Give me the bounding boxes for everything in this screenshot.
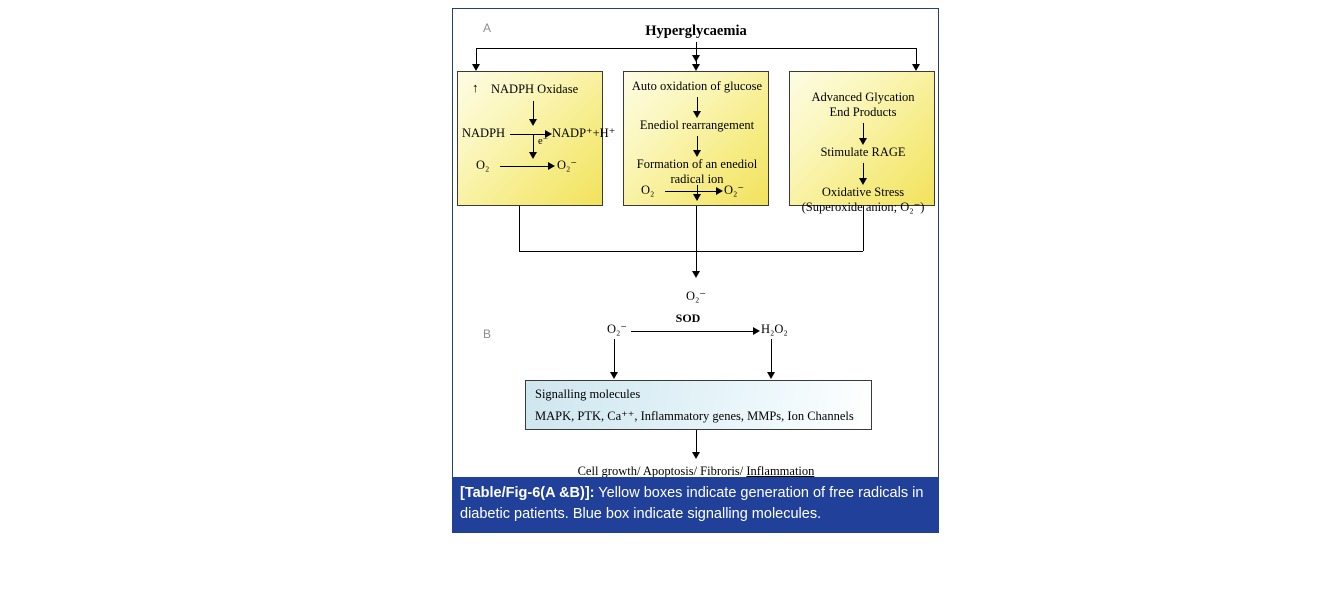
- autoox-arrow1-line: [697, 97, 698, 114]
- sod-enzyme-label: SOD: [675, 311, 701, 325]
- figure-caption: [Table/Fig-6(A &B)]: Yellow boxes indica…: [452, 477, 939, 534]
- box-advanced-glycation: Advanced Glycation End Products Stimulat…: [789, 71, 935, 214]
- drop-line-center: [696, 48, 697, 67]
- signalling-heading: Signalling molecules: [535, 387, 641, 401]
- signalling-contents: MAPK, PTK, Ca⁺⁺, Inflammatory genes, MMP…: [535, 409, 854, 423]
- panel-a-label: A: [483, 21, 492, 35]
- substrate-drop-line: [614, 339, 615, 377]
- autoox-arrow2-line: [697, 136, 698, 153]
- panel-b-substrate-label: O₂⁻: [607, 322, 627, 336]
- auto-oxidation-title: Auto oxidation of glucose: [631, 79, 763, 93]
- box-nadph-oxidase: ↑ NADPH Oxidase NADPH NADP⁺+H⁺ e⁻ O₂ O₂⁻: [457, 71, 615, 206]
- enediol-radical-label-line2: radical ion: [670, 172, 724, 186]
- age-arrow1-head: [859, 138, 867, 145]
- nadph-reaction-arrow-line: [510, 134, 547, 135]
- convergence-line-right: [863, 206, 864, 251]
- electron-label: e⁻: [538, 136, 549, 147]
- drop-arrowhead-right: [912, 64, 920, 71]
- nadph-oxidase-arrow-line: [533, 101, 534, 122]
- age-title-line1: Advanced Glycation: [811, 90, 915, 104]
- electron-arrow-line: [533, 134, 534, 155]
- nadph-o2-arrowhead: [548, 162, 555, 170]
- convergence-arrowhead: [692, 271, 700, 278]
- convergence-line-left: [519, 206, 520, 251]
- age-arrow2-head: [859, 178, 867, 185]
- autoox-arrow2-head: [693, 150, 701, 157]
- product-drop-arrowhead: [767, 372, 775, 379]
- autoox-o2-arrowhead: [716, 187, 723, 195]
- age-arrow2-line: [863, 163, 864, 181]
- enediol-radical-label-line1: Formation of an enediol: [636, 157, 758, 171]
- nadph-up-arrow: ↑: [472, 80, 479, 95]
- nadph-o2-label: O₂: [476, 158, 490, 172]
- box-signalling-molecules: Signalling molecules MAPK, PTK, Ca⁺⁺, In…: [525, 380, 872, 430]
- outcome-inflammation: Inflammation: [746, 464, 815, 478]
- sod-reaction-arrowhead: [753, 327, 760, 335]
- caption-label: [Table/Fig-6(A &B)]:: [460, 485, 595, 501]
- sod-reaction-arrow-line: [631, 331, 756, 332]
- outcome-arrow-line: [696, 430, 697, 457]
- drop-arrowhead-center: [692, 64, 700, 71]
- outcome-arrowhead: [692, 452, 700, 459]
- nadph-o2-arrow-line: [500, 166, 550, 167]
- nadp-product-label: NADP⁺+H⁺: [552, 126, 616, 140]
- age-title-line2: End Products: [829, 105, 897, 119]
- panel-b-label: B: [483, 327, 492, 341]
- age-arrow1-line: [863, 123, 864, 141]
- nadph-oxidase-arrowhead: [529, 119, 537, 126]
- panel-b-product-label: H₂O₂: [761, 322, 788, 336]
- convergence-line-center: [696, 206, 697, 274]
- stimulate-rage-label: Stimulate RAGE: [820, 145, 906, 159]
- nadph-reactant-label: NADPH: [462, 126, 506, 140]
- nadph-oxidase-label: NADPH Oxidase: [491, 82, 579, 96]
- nadph-superoxide-label: O₂⁻: [557, 158, 577, 172]
- autoox-superoxide-label: O₂⁻: [724, 183, 744, 197]
- outcome-label: Cell growth/ Apoptosis/ Fibroris/ Inflam…: [578, 464, 815, 478]
- nadph-reaction-arrowhead: [545, 130, 552, 138]
- autoox-o2-arrow-line: [665, 191, 718, 192]
- outcome-prefix: Cell growth/ Apoptosis/ Fibroris/: [577, 464, 747, 478]
- autoox-arrow3-head: [693, 194, 701, 201]
- autoox-arrow3-line: [697, 185, 698, 200]
- product-drop-line: [771, 339, 772, 377]
- autoox-o2-label: O₂: [641, 183, 655, 197]
- enediol-rearrangement-label: Enediol rearrangement: [639, 118, 755, 132]
- oxidative-stress-label: Oxidative Stress: [821, 185, 905, 199]
- box-auto-oxidation: Auto oxidation of glucose Enediol rearra…: [623, 71, 769, 206]
- caption-text: Yellow boxes indicate generation of free…: [460, 485, 924, 523]
- midpoint-superoxide-label: O₂⁻: [686, 289, 706, 303]
- drop-line-left: [476, 48, 477, 67]
- convergence-bus-line: [519, 251, 863, 252]
- autoox-arrow1-head: [693, 111, 701, 118]
- diagram-title: Hyperglycaemia: [645, 23, 747, 39]
- electron-arrowhead: [529, 152, 537, 159]
- figure-panel-container: A Hyperglycaemia ↑ NADPH Oxidase NADPH N…: [452, 8, 939, 521]
- drop-arrowhead-left: [472, 64, 480, 71]
- drop-line-right: [916, 48, 917, 67]
- substrate-drop-arrowhead: [610, 372, 618, 379]
